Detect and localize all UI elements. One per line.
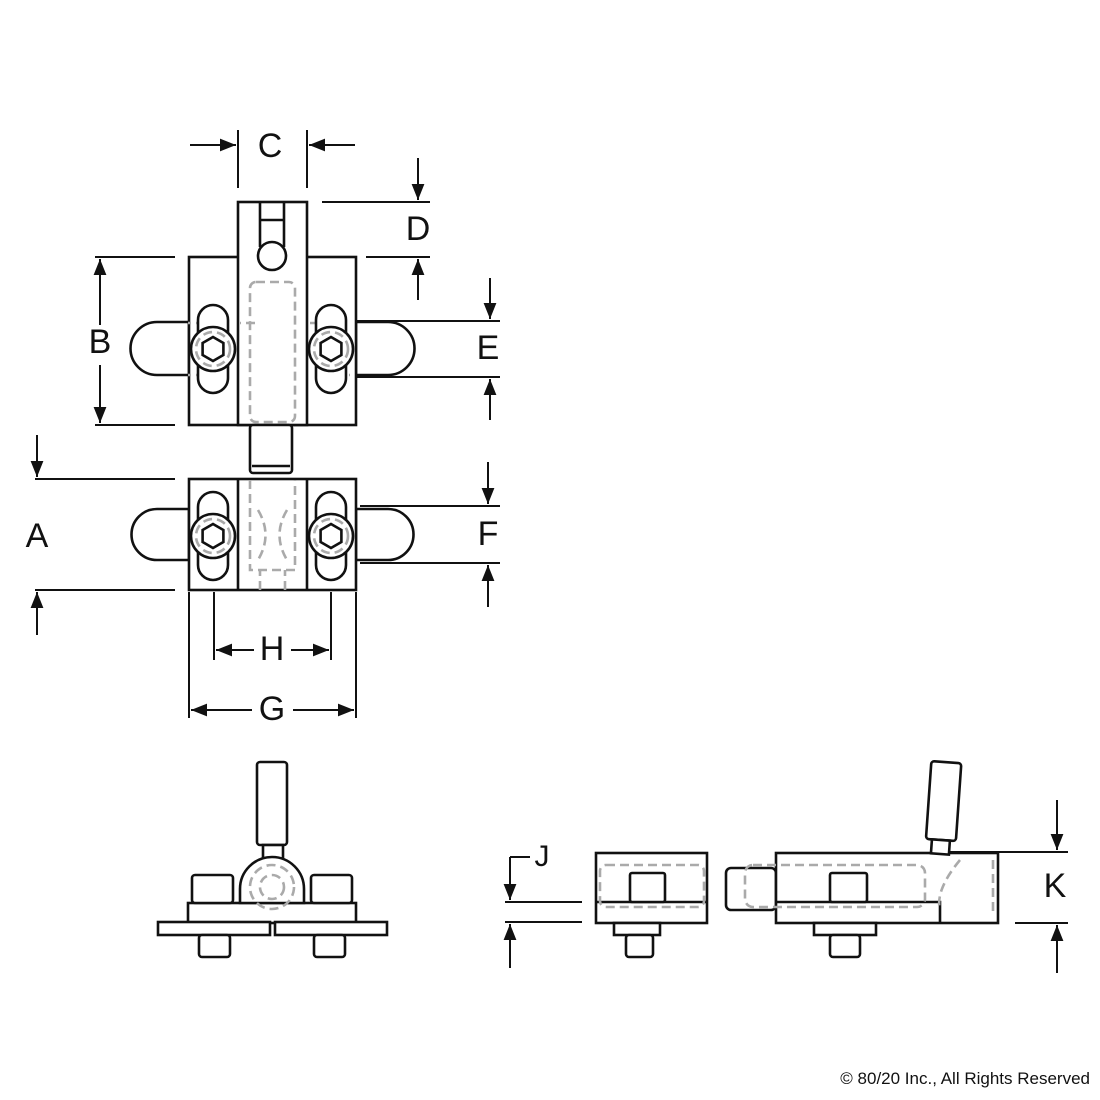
end-view bbox=[594, 851, 709, 959]
dimension-label-a: A bbox=[26, 517, 49, 555]
dimension-label-e: E bbox=[477, 329, 500, 367]
dimension-label-d: D bbox=[406, 210, 431, 248]
side-view bbox=[724, 760, 1000, 959]
top-view-upper-block bbox=[129, 200, 416, 475]
dimension-label-c: C bbox=[258, 127, 283, 165]
front-view bbox=[156, 760, 389, 959]
dimension-label-f: F bbox=[478, 515, 499, 553]
dimension-label-j: J bbox=[535, 840, 550, 873]
top-view-lower-block bbox=[130, 477, 415, 592]
dimension-label-k: K bbox=[1044, 867, 1067, 905]
dimension-label-h: H bbox=[260, 630, 285, 668]
dimension-label-b: B bbox=[89, 323, 112, 361]
dimension-label-g: G bbox=[259, 690, 285, 728]
dimension-lines bbox=[30, 130, 1068, 973]
copyright-notice: © 80/20 Inc., All Rights Reserved bbox=[840, 1069, 1090, 1088]
